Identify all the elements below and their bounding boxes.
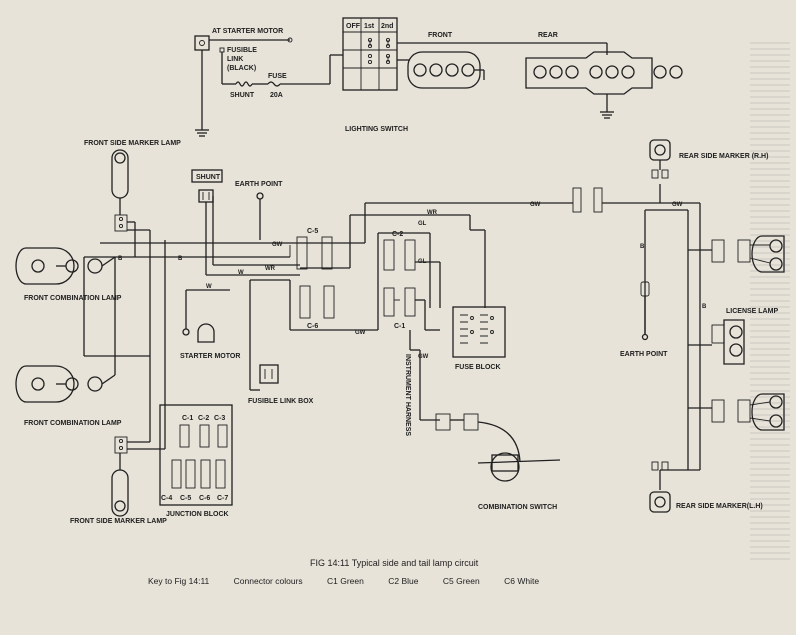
rear-side-marker-rh-label: REAR SIDE MARKER (R.H) bbox=[679, 153, 768, 160]
fusible-link-box bbox=[249, 279, 290, 391]
wire-colour-gl-1: GL bbox=[418, 221, 427, 227]
left-harness bbox=[83, 221, 365, 450]
shunt-box-label: SHUNT bbox=[196, 174, 221, 181]
rear-combination-lamp-rh bbox=[711, 235, 785, 273]
switch-1st-label: 1st bbox=[364, 23, 375, 30]
junction-c5: C-5 bbox=[180, 495, 191, 502]
figure-caption: FIG 14:11 Typical side and tail lamp cir… bbox=[310, 558, 479, 568]
junction-block-label: JUNCTION BLOCK bbox=[166, 511, 229, 518]
wire-colour-b-right-2: B bbox=[702, 304, 707, 310]
fusible-link-label-2: LINK bbox=[227, 56, 243, 63]
key-c5: C5 Green bbox=[442, 576, 480, 586]
fusible-link-box-label: FUSIBLE LINK BOX bbox=[248, 398, 314, 405]
front-lamp-cluster bbox=[407, 51, 485, 89]
fusible-link-label-1: FUSIBLE bbox=[227, 47, 257, 54]
lighting-switch-label: LIGHTING SWITCH bbox=[345, 126, 408, 133]
switch-2nd-label: 2nd bbox=[381, 23, 393, 30]
fuse-rating-label: 20A bbox=[270, 92, 283, 99]
front-side-marker-lamp-bottom bbox=[111, 436, 129, 517]
combination-switch bbox=[435, 413, 561, 482]
wire-colour-gw-5: GW bbox=[672, 202, 683, 208]
page-bleed-through bbox=[750, 40, 790, 560]
battery-feed bbox=[194, 35, 343, 137]
fuse-block bbox=[452, 306, 506, 358]
instrument-harness-label: INSTRUMENT HARNESS bbox=[404, 354, 411, 436]
earth-point-right bbox=[640, 281, 650, 341]
rear-harness bbox=[570, 184, 712, 490]
front-side-marker-bottom-label: FRONT SIDE MARKER LAMP bbox=[70, 518, 167, 525]
rear-combination-lamp-lh bbox=[711, 393, 785, 431]
fuse-label: FUSE bbox=[268, 73, 287, 80]
wire-colour-gw-1: GW bbox=[272, 242, 283, 248]
front-combination-top-label: FRONT COMBINATION LAMP bbox=[24, 295, 122, 302]
c2-top-label: C-2 bbox=[392, 231, 403, 238]
wire-colour-b-left-2: B bbox=[178, 256, 183, 262]
shunt-label-top: SHUNT bbox=[230, 92, 255, 99]
shunt-box bbox=[191, 169, 300, 276]
rear-lamp-cluster bbox=[525, 51, 683, 119]
junction-c3: C-3 bbox=[214, 415, 225, 422]
wire-colour-gl-2: GL bbox=[418, 259, 427, 265]
junction-c2: C-2 bbox=[198, 415, 209, 422]
rear-side-marker-lh-label: REAR SIDE MARKER(L.H) bbox=[676, 503, 763, 510]
wire-colour-w-1: W bbox=[206, 284, 212, 290]
rear-side-marker-rh bbox=[649, 139, 671, 179]
junction-c6: C-6 bbox=[199, 495, 210, 502]
central-harness bbox=[289, 202, 570, 421]
switch-off-label: OFF bbox=[346, 23, 361, 30]
junction-c4: C-4 bbox=[161, 495, 172, 502]
key-title: Key to Fig 14:11 bbox=[148, 576, 210, 586]
front-side-marker-lamp-top bbox=[111, 149, 129, 232]
starter-motor-label: STARTER MOTOR bbox=[180, 353, 240, 360]
junction-block bbox=[159, 404, 233, 506]
front-combination-lamp-bottom bbox=[15, 365, 116, 403]
rear-side-marker-lh bbox=[649, 461, 671, 513]
earth-point-right-label: EARTH POINT bbox=[620, 351, 668, 358]
front-combination-lamp-top bbox=[15, 247, 116, 285]
figure-key: Key to Fig 14:11 Connector colours C1 Gr… bbox=[148, 576, 561, 586]
c6-bottom-label: C-6 bbox=[307, 323, 318, 330]
key-connector-colours: Connector colours bbox=[233, 576, 303, 586]
fusible-link-label-3: (BLACK) bbox=[227, 65, 256, 72]
combination-switch-label: COMBINATION SWITCH bbox=[478, 504, 557, 511]
key-c6: C6 White bbox=[504, 576, 540, 586]
wire-colour-wr-1: WR bbox=[265, 266, 276, 272]
wire-colour-b-right: B bbox=[640, 244, 645, 250]
front-side-marker-top-label: FRONT SIDE MARKER LAMP bbox=[84, 140, 181, 147]
rear-label: REAR bbox=[538, 32, 558, 39]
front-combination-bottom-label: FRONT COMBINATION LAMP bbox=[24, 420, 122, 427]
junction-c1: C-1 bbox=[182, 415, 193, 422]
at-starter-motor-label: AT STARTER MOTOR bbox=[212, 28, 283, 35]
key-c2: C2 Blue bbox=[388, 576, 419, 586]
wire-colour-gw-3: GW bbox=[418, 354, 429, 360]
starter-motor bbox=[182, 289, 230, 343]
key-c1: C1 Green bbox=[327, 576, 364, 586]
wire-colour-wr-2: WR bbox=[427, 210, 438, 216]
lighting-switch bbox=[342, 17, 608, 91]
earth-point-top-label: EARTH POINT bbox=[235, 181, 283, 188]
junction-c7: C-7 bbox=[217, 495, 228, 502]
license-lamp-label: LICENSE LAMP bbox=[726, 308, 778, 315]
wire-colour-w-2: W bbox=[238, 270, 244, 276]
c1-bottom-label: C-1 bbox=[394, 323, 405, 330]
wire-colour-gw-4: GW bbox=[530, 202, 541, 208]
front-label: FRONT bbox=[428, 32, 453, 39]
earth-point-top-terminal bbox=[256, 192, 264, 200]
license-lamp bbox=[711, 319, 745, 365]
wire-colour-gw-2: GW bbox=[355, 330, 366, 336]
fuse-block-label: FUSE BLOCK bbox=[455, 364, 501, 371]
wire-colour-b-left: B bbox=[118, 256, 123, 262]
c5-top-label: C-5 bbox=[307, 228, 318, 235]
